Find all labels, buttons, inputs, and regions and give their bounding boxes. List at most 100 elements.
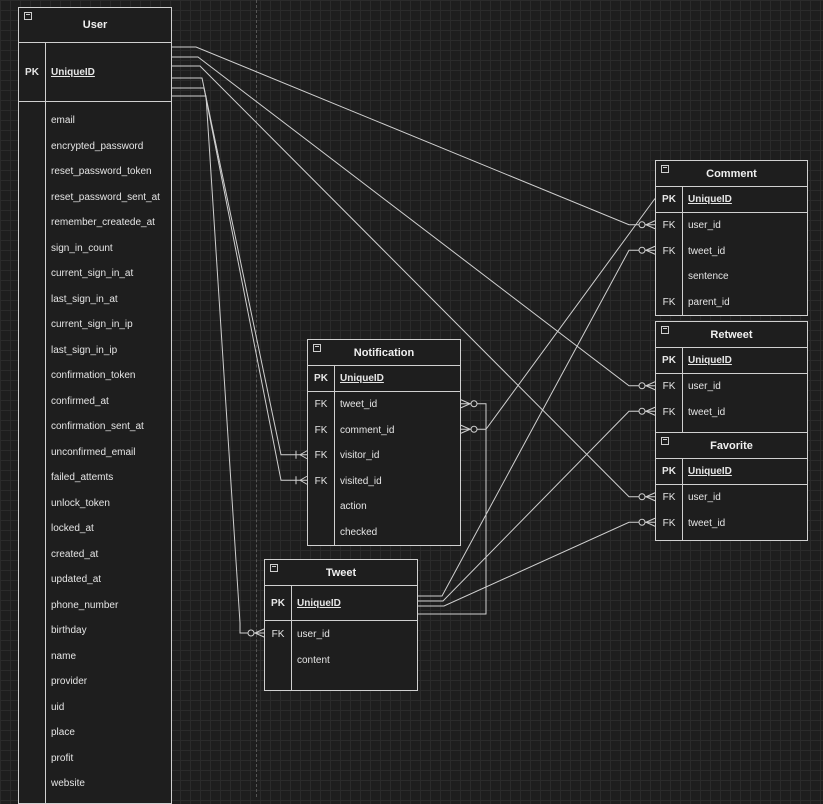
- field-name: confirmation_token: [51, 370, 136, 382]
- field-row[interactable]: last_sign_in_ip: [19, 338, 171, 364]
- field-row[interactable]: website: [19, 771, 171, 797]
- field-row[interactable]: confirmation_token: [19, 363, 171, 389]
- crowfoot-line: [645, 224, 656, 230]
- field-key: FK: [314, 450, 328, 462]
- field-name: current_sign_in_at: [51, 268, 134, 280]
- field-row[interactable]: confirmed_at: [19, 389, 171, 415]
- user-header[interactable]: User: [19, 8, 171, 43]
- field-row[interactable]: action: [308, 494, 460, 520]
- tweet-header[interactable]: Tweet: [265, 560, 417, 586]
- pk-key: PK: [662, 466, 676, 477]
- field-row[interactable]: reset_password_token: [19, 159, 171, 185]
- field-row[interactable]: encrypted_password: [19, 134, 171, 160]
- collapse-icon[interactable]: [24, 12, 32, 20]
- field-name: reset_password_token: [51, 166, 152, 178]
- user-title: User: [82, 19, 108, 31]
- crowfoot-line: [299, 479, 308, 485]
- field-row[interactable]: sentence: [656, 264, 807, 290]
- field-row[interactable]: birthday: [19, 618, 171, 644]
- favorite-header[interactable]: Favorite: [656, 433, 807, 459]
- field-row[interactable]: uid: [19, 695, 171, 721]
- crowfoot-line: [254, 628, 265, 634]
- field-row[interactable]: content: [265, 647, 417, 673]
- field-row[interactable]: place: [19, 720, 171, 746]
- retweet-title: Retweet: [710, 328, 753, 341]
- relationship-line: [172, 77, 307, 456]
- field-row[interactable]: name: [19, 644, 171, 670]
- field-name: updated_at: [51, 574, 102, 586]
- pk-key: PK: [662, 355, 676, 366]
- field-name: phone_number: [51, 599, 119, 611]
- crowfoot-line: [460, 399, 471, 405]
- field-row[interactable]: checked: [308, 520, 460, 546]
- field-row[interactable]: current_sign_in_ip: [19, 312, 171, 338]
- zero-or-many-marker: [638, 407, 646, 415]
- notification-header[interactable]: Notification: [308, 340, 460, 366]
- field-row[interactable]: confirmation_sent_at: [19, 414, 171, 440]
- field-row[interactable]: locked_at: [19, 516, 171, 542]
- zero-or-many-marker: [638, 221, 646, 229]
- field-name: uid: [51, 701, 65, 713]
- field-name: comment_id: [340, 424, 395, 436]
- field-row[interactable]: sign_in_count: [19, 236, 171, 262]
- crowfoot-line: [299, 454, 308, 460]
- field-row[interactable]: unlock_token: [19, 491, 171, 517]
- field-key: FK: [662, 492, 676, 504]
- field-row[interactable]: current_sign_in_at: [19, 261, 171, 287]
- retweet-header[interactable]: Retweet: [656, 322, 807, 348]
- collapse-icon[interactable]: [313, 344, 321, 352]
- field-row[interactable]: phone_number: [19, 593, 171, 619]
- field-row[interactable]: updated_at: [19, 567, 171, 593]
- field-row[interactable]: created_at: [19, 542, 171, 568]
- crowfoot-line: [645, 492, 656, 498]
- field-row[interactable]: email: [19, 108, 171, 134]
- field-row[interactable]: remember_createde_at: [19, 210, 171, 236]
- field-name: website: [51, 778, 85, 790]
- retweet-pk-row[interactable]: PK UniqueID: [656, 348, 807, 374]
- relationship-line: [172, 95, 264, 634]
- field-row[interactable]: last_sign_in_at: [19, 287, 171, 313]
- field-row[interactable]: provider: [19, 669, 171, 695]
- field-row[interactable]: reset_password_sent_at: [19, 185, 171, 211]
- field-row[interactable]: profit: [19, 746, 171, 772]
- retweet-pk-field: UniqueID: [688, 355, 732, 366]
- pk-key: PK: [25, 66, 39, 78]
- collapse-icon[interactable]: [661, 437, 669, 445]
- collapse-icon[interactable]: [270, 564, 278, 572]
- collapse-icon[interactable]: [661, 165, 669, 173]
- field-row[interactable]: unconfirmed_email: [19, 440, 171, 466]
- tweet-title: Tweet: [325, 566, 357, 579]
- comment-header[interactable]: Comment: [656, 161, 807, 187]
- collapse-icon[interactable]: [661, 326, 669, 334]
- field-row[interactable]: failed_attemts: [19, 465, 171, 491]
- field-name: provider: [51, 676, 88, 688]
- field-name: reset_password_sent_at: [51, 191, 160, 203]
- field-key: FK: [314, 399, 328, 411]
- relationship-line: [461, 198, 656, 430]
